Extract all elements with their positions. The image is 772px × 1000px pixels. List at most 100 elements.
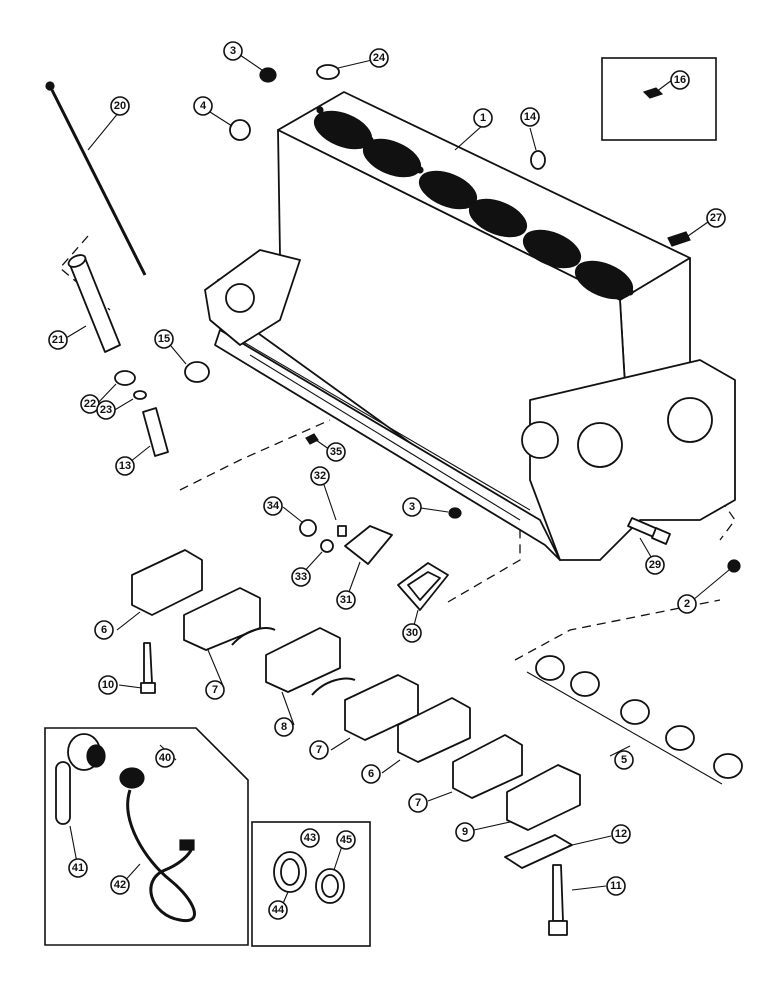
svg-text:43: 43 bbox=[304, 832, 316, 844]
callouts: 1 2 3 3 4 5 6 6 7 7 7 8 9 10 11 12 13 14… bbox=[48, 41, 726, 920]
svg-text:23: 23 bbox=[100, 404, 112, 416]
plug-4 bbox=[229, 119, 251, 141]
callout-7-mid: 7 bbox=[309, 740, 329, 760]
svg-text:31: 31 bbox=[340, 594, 352, 606]
callout-13: 13 bbox=[115, 456, 135, 476]
svg-text:15: 15 bbox=[158, 333, 170, 345]
svg-text:16: 16 bbox=[674, 74, 686, 86]
callout-32: 32 bbox=[310, 466, 330, 486]
gasket-30 bbox=[397, 562, 449, 611]
callout-7-upper: 7 bbox=[205, 680, 225, 700]
svg-text:41: 41 bbox=[72, 862, 84, 874]
dipstick-tube bbox=[67, 254, 121, 353]
callout-31: 31 bbox=[336, 590, 356, 610]
stud-32 bbox=[337, 525, 347, 537]
seal-15 bbox=[184, 361, 210, 383]
svg-text:33: 33 bbox=[295, 571, 307, 583]
inset-box-43 bbox=[251, 821, 371, 947]
svg-text:21: 21 bbox=[52, 334, 64, 346]
plate-12 bbox=[504, 834, 573, 869]
cover-31 bbox=[344, 525, 393, 565]
bolt-11 bbox=[548, 864, 568, 936]
bolt-10 bbox=[140, 642, 156, 694]
bearing-shells bbox=[231, 627, 356, 696]
svg-text:11: 11 bbox=[610, 880, 622, 892]
callout-44: 44 bbox=[268, 900, 288, 920]
callout-2: 2 bbox=[677, 594, 697, 614]
plug-3-mid bbox=[448, 507, 462, 519]
callout-40: 40 bbox=[155, 748, 175, 768]
svg-text:7: 7 bbox=[316, 744, 322, 756]
plug-24 bbox=[316, 64, 340, 80]
o-ring bbox=[133, 390, 147, 400]
svg-text:45: 45 bbox=[340, 834, 352, 846]
svg-text:34: 34 bbox=[267, 500, 280, 512]
callout-22: 22 bbox=[80, 394, 100, 414]
callout-15: 15 bbox=[154, 329, 174, 349]
svg-text:44: 44 bbox=[272, 904, 285, 916]
plug-2 bbox=[727, 559, 741, 573]
callout-6-upper: 6 bbox=[94, 620, 114, 640]
svg-text:30: 30 bbox=[406, 627, 418, 639]
callout-35: 35 bbox=[326, 442, 346, 462]
svg-text:6: 6 bbox=[101, 624, 107, 636]
callout-27: 27 bbox=[706, 208, 726, 228]
bearing-caps bbox=[131, 549, 581, 831]
callout-6-lower: 6 bbox=[361, 764, 381, 784]
dipstick bbox=[45, 81, 147, 276]
svg-text:42: 42 bbox=[114, 879, 126, 891]
plug-14 bbox=[530, 150, 546, 170]
washer-33 bbox=[320, 539, 334, 553]
svg-text:24: 24 bbox=[373, 52, 386, 64]
callout-43: 43 bbox=[300, 828, 320, 848]
callout-4: 4 bbox=[193, 96, 213, 116]
callout-1: 1 bbox=[473, 108, 493, 128]
svg-text:1: 1 bbox=[480, 112, 486, 124]
callout-11: 11 bbox=[606, 876, 626, 896]
callout-9: 9 bbox=[455, 822, 475, 842]
callout-24: 24 bbox=[369, 48, 389, 68]
plug-35 bbox=[305, 433, 319, 445]
tube bbox=[142, 407, 169, 457]
svg-text:13: 13 bbox=[119, 460, 131, 472]
nut-34 bbox=[299, 519, 317, 537]
svg-text:12: 12 bbox=[615, 828, 627, 840]
svg-text:2: 2 bbox=[684, 598, 690, 610]
svg-text:40: 40 bbox=[159, 752, 171, 764]
svg-text:27: 27 bbox=[710, 212, 722, 224]
svg-text:10: 10 bbox=[102, 679, 114, 691]
svg-text:29: 29 bbox=[649, 559, 661, 571]
callout-45: 45 bbox=[336, 830, 356, 850]
cam-bearings bbox=[526, 655, 743, 785]
svg-text:3: 3 bbox=[409, 501, 415, 513]
callout-3-top: 3 bbox=[223, 41, 243, 61]
svg-text:22: 22 bbox=[84, 398, 96, 410]
svg-text:8: 8 bbox=[281, 721, 287, 733]
svg-text:35: 35 bbox=[330, 446, 342, 458]
callout-34: 34 bbox=[263, 496, 283, 516]
callout-12: 12 bbox=[611, 824, 631, 844]
callout-20: 20 bbox=[110, 96, 130, 116]
svg-text:4: 4 bbox=[200, 100, 207, 112]
callout-16: 16 bbox=[670, 70, 690, 90]
inset-box-40 bbox=[44, 727, 249, 946]
callout-3-mid: 3 bbox=[402, 497, 422, 517]
callout-30: 30 bbox=[402, 623, 422, 643]
callout-23: 23 bbox=[96, 400, 116, 420]
callout-8: 8 bbox=[274, 717, 294, 737]
bolt-29 bbox=[627, 517, 671, 545]
callout-14: 14 bbox=[520, 107, 540, 127]
svg-text:9: 9 bbox=[462, 826, 468, 838]
callout-41: 41 bbox=[68, 858, 88, 878]
callout-21: 21 bbox=[48, 330, 68, 350]
callout-10: 10 bbox=[98, 675, 118, 695]
svg-text:7: 7 bbox=[212, 684, 218, 696]
engine-block bbox=[204, 91, 736, 561]
svg-text:6: 6 bbox=[368, 768, 374, 780]
fitting-27 bbox=[667, 231, 691, 247]
callout-7-lower: 7 bbox=[408, 793, 428, 813]
svg-text:14: 14 bbox=[524, 111, 537, 123]
plug-3-top bbox=[259, 67, 277, 83]
callout-29: 29 bbox=[645, 555, 665, 575]
svg-text:32: 32 bbox=[314, 470, 326, 482]
